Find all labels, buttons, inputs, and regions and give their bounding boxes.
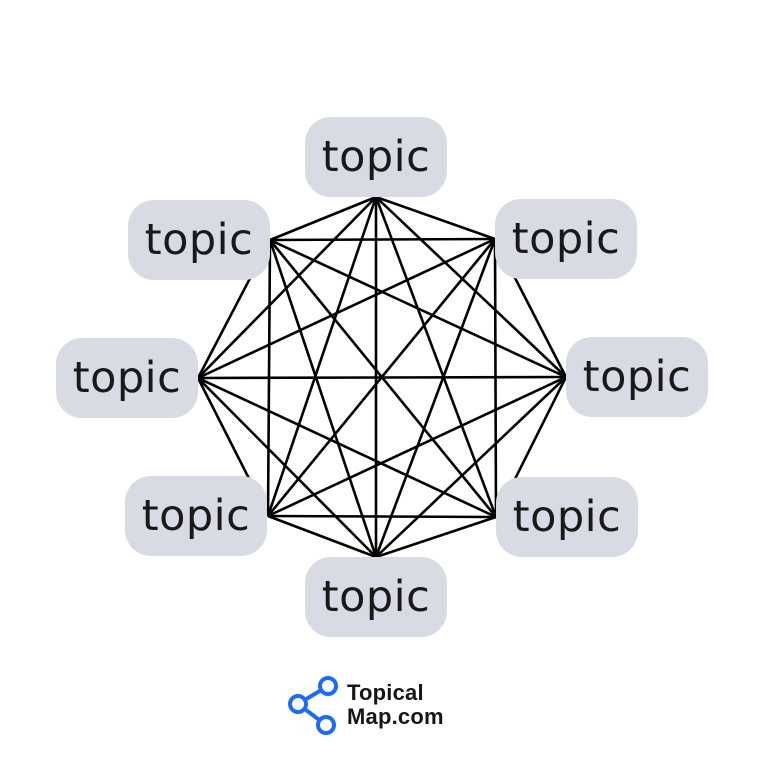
topic-node-right: topic <box>566 337 708 417</box>
brand-name: Topical Map.com <box>347 679 444 729</box>
topic-node-bottom: topic <box>305 557 447 637</box>
graph-edge <box>267 514 497 519</box>
graph-edge <box>266 239 272 517</box>
brand-name-line-2: Map.com <box>347 703 444 729</box>
graph-edge <box>374 238 497 558</box>
share-network-icon <box>288 676 338 735</box>
graph-edge <box>266 196 378 517</box>
graph-edge <box>375 376 567 558</box>
topic-node-top-left: topic <box>128 200 270 280</box>
graph-edge <box>269 238 567 379</box>
topic-node-top: topic <box>305 117 447 197</box>
topic-node-top-right: topic <box>495 199 637 279</box>
graph-edge <box>197 237 496 380</box>
brand-logo: Topical Map.com <box>286 673 444 736</box>
graph-edge <box>268 239 498 518</box>
topic-node-left: topic <box>56 338 198 418</box>
graph-edge <box>269 195 377 242</box>
topic-node-bottom-right: topic <box>496 477 638 557</box>
icon-node-circle <box>288 694 308 714</box>
icon-node-circle <box>318 676 338 696</box>
graph-edge <box>267 375 567 518</box>
graph-edge <box>269 237 496 242</box>
graph-edge <box>197 376 497 519</box>
graph-edge <box>375 195 496 241</box>
graph-edge <box>197 377 377 558</box>
graph-edge <box>375 515 497 559</box>
brand-name-line-1: Topical <box>347 679 424 705</box>
graph-edge <box>375 196 567 378</box>
icon-node-circle <box>316 715 336 735</box>
topic-node-bottom-left: topic <box>125 476 267 556</box>
graph-edge <box>268 239 378 558</box>
graph-edge <box>267 514 377 559</box>
